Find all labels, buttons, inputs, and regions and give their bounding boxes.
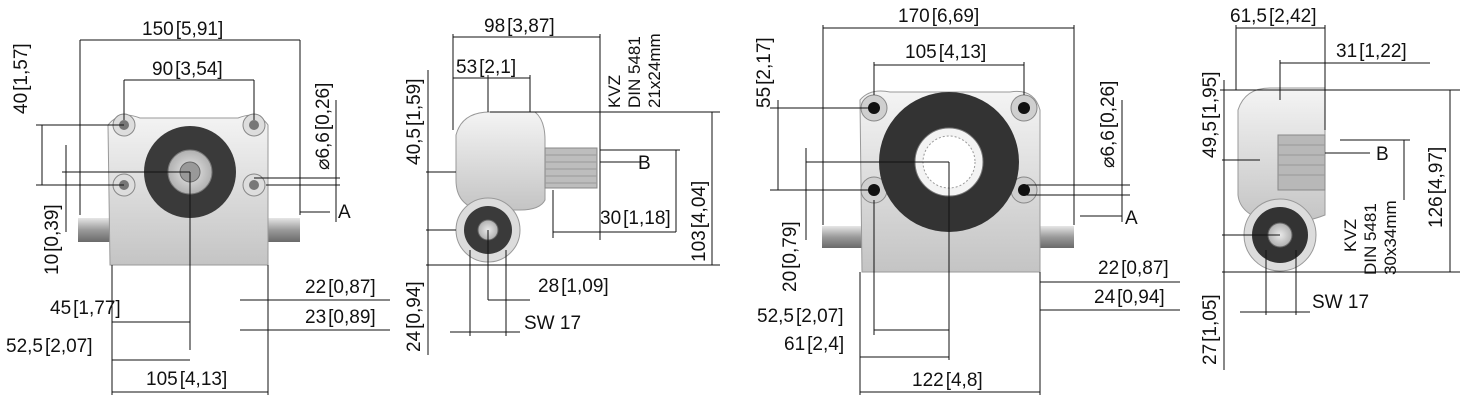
dim-98: 98[3,87] (484, 16, 555, 37)
view-side-left-dimensions (426, 34, 720, 355)
view-side-right-labels: 61,5[2,42] 31[1,22] 49,5[1,95] 27[1,05] … (1200, 6, 1447, 365)
label-a: A (338, 202, 351, 223)
dim-bolt-spacing: 90[3,54] (152, 59, 223, 80)
view-side-right-dimensions (1220, 25, 1460, 370)
spline-spec-3: 21x24mm (645, 33, 664, 108)
view-front-left-dimensions (36, 39, 390, 395)
dim-105-right: 105[4,13] (905, 42, 986, 63)
spline-bore-right (1277, 134, 1326, 191)
dim-22: 22[0,87] (305, 277, 376, 298)
dim-122: 122[4,8] (912, 370, 983, 391)
dim-23: 23[0,89] (305, 307, 376, 328)
dim-24: 24[0,94] (404, 281, 425, 352)
label-a-right: A (1125, 208, 1138, 229)
dim-52-right: 52,5[2,07] (757, 306, 844, 327)
dim-30: 30[1,18] (600, 208, 671, 229)
dim-31: 31[1,22] (1336, 41, 1407, 62)
dim-45: 45[1,77] (50, 298, 121, 319)
dim-126: 126[4,97] (1426, 147, 1447, 228)
dim-55: 55[2,17] (754, 37, 775, 108)
dim-61-5: 61,5[2,42] (1230, 6, 1317, 27)
side-housing (455, 111, 546, 211)
view-front-right-dimensions (770, 25, 1180, 395)
dim-170: 170[6,69] (898, 6, 979, 27)
dim-24-right: 24[0,94] (1094, 287, 1165, 308)
dim-49-5: 49,5[1,95] (1200, 71, 1221, 158)
dim-27: 27[1,05] (1200, 294, 1221, 365)
view-side-left (455, 111, 598, 263)
view-side-right (1237, 87, 1326, 272)
dim-61: 61[2,4] (784, 334, 844, 355)
view-front-right-labels: 170[6,69] 105[4,13] 55[2,17] ⌀6,6[0,26] … (754, 6, 1169, 391)
dim-20: 20[0,79] (780, 221, 801, 292)
dim-22-right: 22[0,87] (1098, 258, 1169, 279)
dim-40-5: 40,5[1,59] (404, 78, 425, 165)
spline-spec-right-1: KVZ (1341, 219, 1360, 252)
spline-spec-2: DIN 5481 (625, 36, 644, 108)
view-front-right (822, 90, 1074, 273)
dim-width-total: 150[5,91] (142, 19, 223, 40)
sw-17-left: SW 17 (524, 313, 581, 334)
dim-hole-dia: ⌀6,6[0,26] (313, 83, 334, 170)
view-side-left-labels: 98[3,87] 53[2,1] 40,5[1,59] 24[0,94] 103… (404, 16, 710, 352)
dim-103: 103[4,04] (689, 181, 710, 262)
spline-spec-1: KVZ (605, 75, 624, 108)
dim-height-top: 40[1,57] (11, 43, 32, 114)
spline-shaft (544, 147, 598, 189)
spline-spec-right-3: 30x34mm (1381, 200, 1400, 275)
sw-17-right: SW 17 (1312, 292, 1369, 313)
dim-28: 28[1,09] (538, 276, 609, 297)
dim-hole-dia-right: ⌀6,6[0,26] (1098, 81, 1119, 168)
view-front-left-labels: 150[5,91] 90[3,54] 40[1,57] ⌀6,6[0,26] 1… (6, 19, 376, 390)
dim-offset-a: 10[0,39] (42, 204, 63, 275)
view-front-left (78, 113, 300, 266)
dim-base-width: 105[4,13] (146, 369, 227, 390)
spline-spec-right-2: DIN 5481 (1361, 203, 1380, 275)
label-b: B (638, 153, 651, 174)
label-b-right: B (1376, 144, 1389, 165)
dim-53: 53[2,1] (456, 57, 516, 78)
dim-52: 52,5[2,07] (6, 336, 93, 357)
